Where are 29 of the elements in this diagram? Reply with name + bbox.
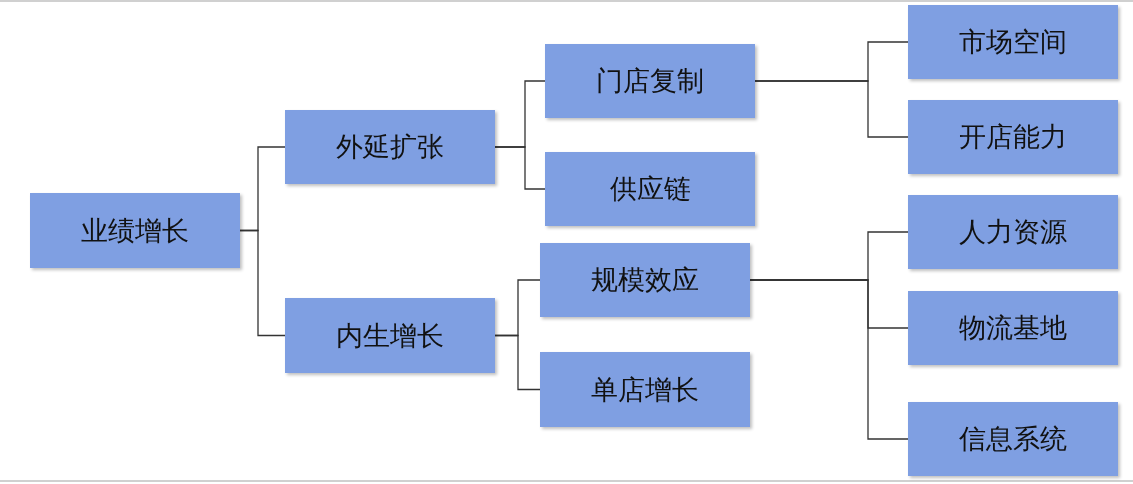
box-label: 供应链 <box>609 172 691 206</box>
box-label: 物流基地 <box>959 311 1067 345</box>
box-label: 开店能力 <box>959 120 1067 154</box>
connector-line <box>494 146 546 190</box>
connector-line <box>754 80 909 138</box>
process-box <box>908 195 1118 269</box>
process-box <box>30 193 240 268</box>
box-label: 规模效应 <box>591 263 699 297</box>
connector-line <box>494 334 541 391</box>
box-label: 外延扩张 <box>336 130 444 164</box>
connector-line <box>239 229 286 337</box>
process-box <box>285 298 495 373</box>
box-label: 单店增长 <box>591 372 699 407</box>
box-label: 人力资源 <box>959 215 1067 249</box>
box-label: 市场空间 <box>959 25 1067 59</box>
connector-line <box>749 279 909 440</box>
process-box <box>540 243 750 317</box>
process-box <box>285 110 495 184</box>
process-box <box>908 402 1118 476</box>
box-label: 业绩增长 <box>81 213 189 248</box>
box-label: 内生增长 <box>336 318 444 353</box>
process-box <box>540 352 750 427</box>
box-label: 信息系统 <box>959 422 1067 456</box>
process-box <box>908 291 1118 365</box>
process-box <box>908 100 1118 174</box>
process-box <box>908 5 1118 79</box>
process-box <box>545 44 755 118</box>
process-box <box>545 152 755 226</box>
box-label: 门店复制 <box>596 64 704 98</box>
